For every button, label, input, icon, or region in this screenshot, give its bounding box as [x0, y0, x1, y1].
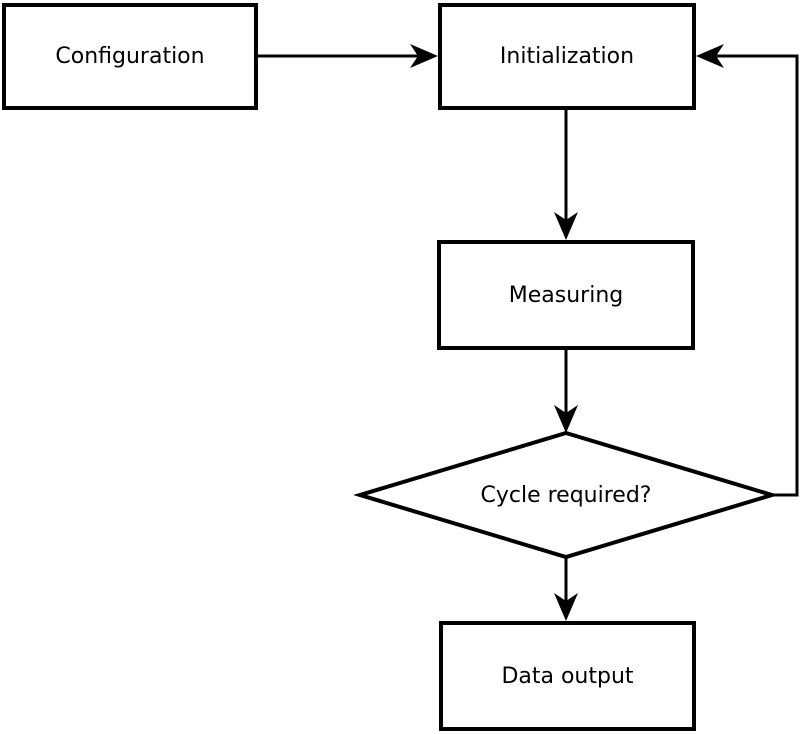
node-cycle-required-label: Cycle required? [480, 482, 652, 508]
node-cycle-required: Cycle required? [360, 433, 772, 557]
node-initialization-label: Initialization [499, 44, 635, 69]
edge-cycle-required-data-output [554, 557, 578, 621]
edge-measuring-cycle-required [554, 350, 578, 433]
arrowhead-down-icon [554, 405, 578, 433]
edge-configuration-initialization [258, 44, 438, 68]
arrowhead-right-icon [410, 44, 438, 68]
node-measuring-label: Measuring [508, 282, 624, 308]
node-data-output: Data output [439, 621, 696, 731]
arrowhead-down-icon [554, 593, 578, 621]
edge-cycle-required-initialization-feedback [696, 44, 799, 497]
node-configuration: Configuration [2, 3, 258, 110]
edge-initialization-measuring [554, 110, 578, 240]
node-measuring: Measuring [437, 240, 695, 350]
node-cycle-required-shape [353, 430, 779, 560]
arrowhead-left-icon [696, 44, 724, 68]
node-initialization: Initialization [438, 3, 696, 110]
node-configuration-label: Configuration [55, 44, 205, 69]
node-data-output-label: Data output [501, 663, 634, 689]
arrowhead-down-icon [554, 212, 578, 240]
